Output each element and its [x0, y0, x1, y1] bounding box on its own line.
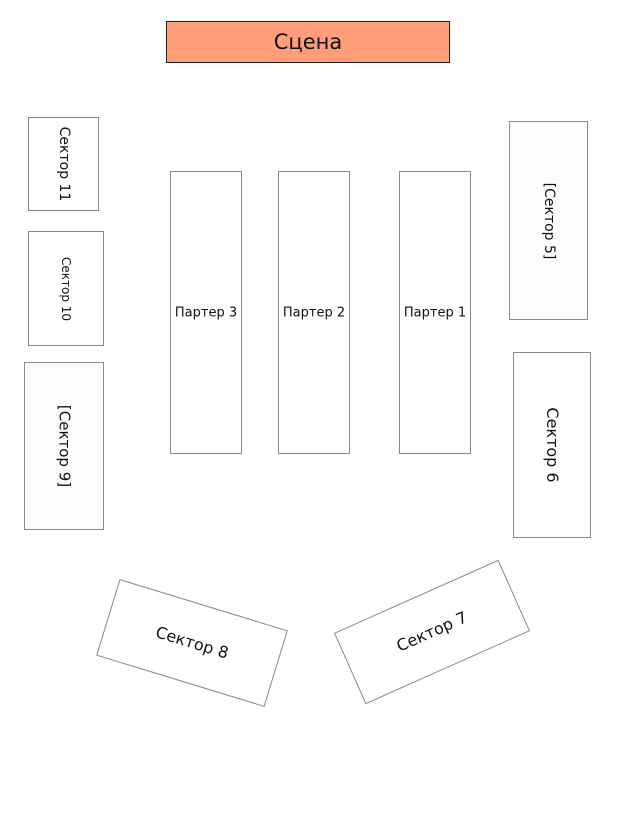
parterre-3-label: Партер 3: [174, 305, 238, 320]
stage[interactable]: Сцена: [166, 21, 450, 63]
parterre-3[interactable]: Партер 3: [170, 171, 242, 454]
sector-10[interactable]: Сектор 10: [28, 231, 104, 346]
parterre-1[interactable]: Партер 1: [399, 171, 471, 454]
sector-6[interactable]: Сектор 6: [513, 352, 591, 538]
sector-7-label: Сектор 7: [393, 607, 471, 656]
sector-8-label: Сектор 8: [153, 622, 231, 663]
parterre-2[interactable]: Партер 2: [278, 171, 350, 454]
sector-10-label: Сектор 10: [59, 256, 73, 321]
sector-11-label: Сектор 11: [55, 126, 72, 202]
sector-9[interactable]: [Сектор 9]: [24, 362, 104, 530]
parterre-1-label: Партер 1: [403, 305, 467, 320]
sector-5-label: [Сектор 5]: [540, 182, 557, 259]
parterre-2-label: Партер 2: [282, 305, 346, 320]
sector-11[interactable]: Сектор 11: [28, 117, 99, 211]
sector-9-label: [Сектор 9]: [55, 404, 74, 488]
stage-label: Сцена: [273, 30, 343, 54]
sector-8[interactable]: Сектор 8: [96, 579, 288, 707]
sector-6-label: Сектор 6: [543, 407, 562, 483]
sector-5[interactable]: [Сектор 5]: [509, 121, 588, 320]
sector-7[interactable]: Сектор 7: [333, 559, 531, 705]
